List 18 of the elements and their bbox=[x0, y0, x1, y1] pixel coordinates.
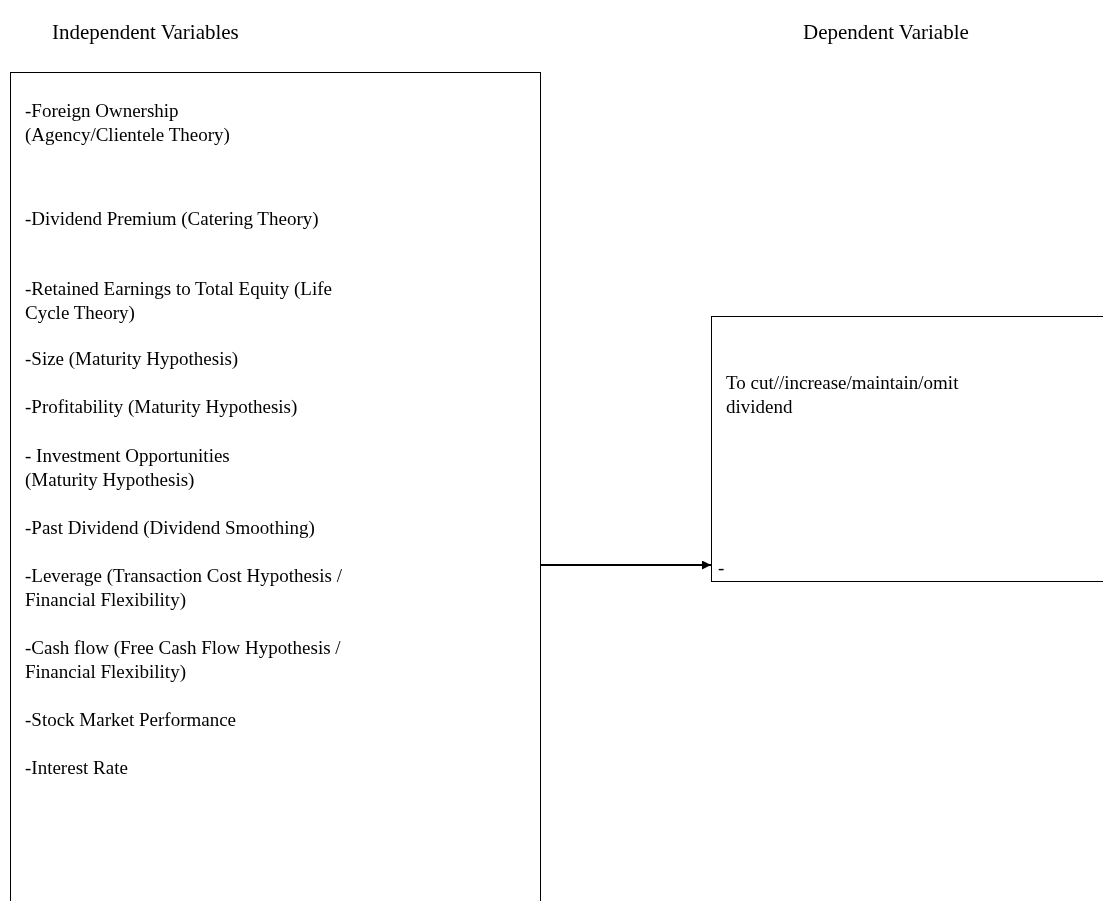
variable-text: - Investment Opportunities (Maturity Hypothesis) bbox=[25, 444, 231, 492]
variable-text: -Stock Market Performance bbox=[25, 708, 238, 732]
variable-text: To cut//increase/maintain/omit dividend bbox=[726, 371, 960, 419]
variable-text: - bbox=[718, 556, 726, 580]
variable-text: -Leverage (Transaction Cost Hypothesis / Financial Flexibility) bbox=[25, 564, 343, 612]
variable-text: -Cash flow (Free Cash Flow Hypothesis / Financial Flexibility) bbox=[25, 636, 342, 684]
variable-text: -Size (Maturity Hypothesis) bbox=[25, 347, 240, 371]
variable-text: -Past Dividend (Dividend Smoothing) bbox=[25, 516, 316, 540]
variable-text: -Dividend Premium (Catering Theory) bbox=[25, 207, 320, 231]
variable-text: -Profitability (Maturity Hypothesis) bbox=[25, 395, 299, 419]
variable-box bbox=[711, 316, 1103, 582]
variable-text: -Retained Earnings to Total Equity (Life Cycle Theory) bbox=[25, 277, 333, 325]
variable-text: -Interest Rate bbox=[25, 756, 129, 780]
column-heading: Dependent Variable bbox=[803, 20, 969, 45]
variable-box bbox=[10, 72, 541, 901]
arrow bbox=[540, 560, 712, 570]
variable-text: -Foreign Ownership (Agency/Clientele Theory) bbox=[25, 99, 231, 147]
column-heading: Independent Variables bbox=[52, 20, 239, 45]
